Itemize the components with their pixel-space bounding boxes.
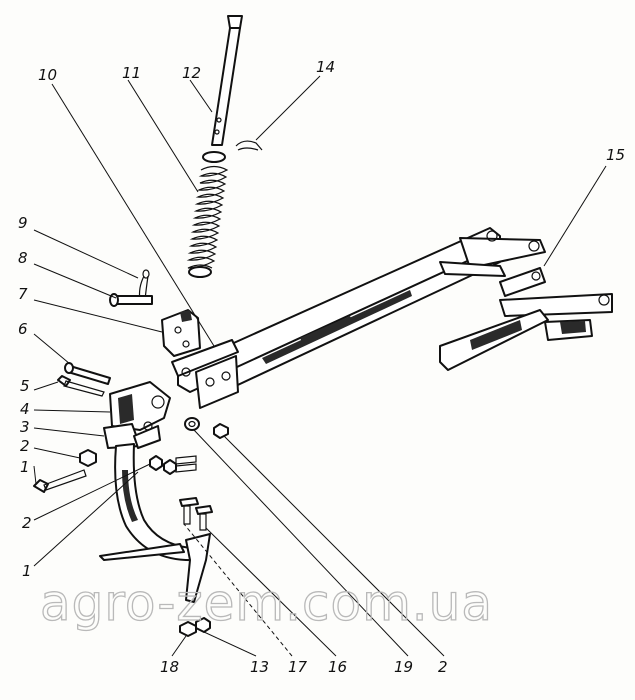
frame-beam-15 — [177, 227, 613, 399]
cotter-pin-14 — [235, 140, 263, 151]
bolt-5 — [57, 375, 105, 397]
washer-19 — [184, 417, 200, 431]
callout-2-upper: 2 — [20, 437, 30, 455]
callout-2-bottom: 2 — [438, 658, 448, 676]
callout-4: 4 — [20, 400, 30, 418]
bolt-6 — [64, 362, 111, 385]
callout-11: 11 — [122, 64, 141, 82]
callout-8: 8 — [18, 249, 28, 267]
leader-lines — [33, 75, 607, 657]
callout-5: 5 — [20, 377, 30, 395]
callout-14: 14 — [316, 58, 335, 76]
callout-1-lower: 1 — [22, 562, 32, 580]
callout-1-upper: 1 — [20, 458, 30, 476]
rod-12 — [211, 15, 243, 146]
callout-labels: 10 11 12 14 15 9 8 7 6 5 4 3 2 1 2 1 18 … — [18, 58, 625, 676]
callout-17: 17 — [288, 658, 308, 676]
pin-8 — [109, 293, 153, 307]
nut-2-right — [213, 423, 229, 439]
nut-2-left — [79, 449, 97, 467]
callout-9: 9 — [18, 214, 28, 232]
callout-6: 6 — [18, 320, 28, 338]
watermark-text: agro-zem.com.ua — [40, 574, 493, 632]
callout-16: 16 — [328, 658, 347, 676]
bolt-1-left — [33, 469, 87, 493]
callout-12: 12 — [182, 64, 201, 82]
shank-holder-4 — [103, 381, 171, 449]
callout-19: 19 — [394, 658, 413, 676]
callout-3: 3 — [20, 418, 30, 436]
callout-18: 18 — [160, 658, 179, 676]
callout-2-lower: 2 — [22, 514, 32, 532]
nuts-18-13 — [179, 617, 211, 637]
shank-1 — [99, 443, 211, 603]
bolts-nuts-2-1-right — [149, 455, 197, 475]
clamp-10 — [171, 339, 239, 409]
callout-15: 15 — [606, 146, 625, 164]
spring-11 — [186, 151, 229, 278]
bolts-16-17 — [179, 497, 213, 531]
callout-10: 10 — [38, 66, 57, 84]
callout-13: 13 — [250, 658, 269, 676]
bracket-7 — [161, 309, 201, 357]
callout-7: 7 — [18, 285, 28, 303]
